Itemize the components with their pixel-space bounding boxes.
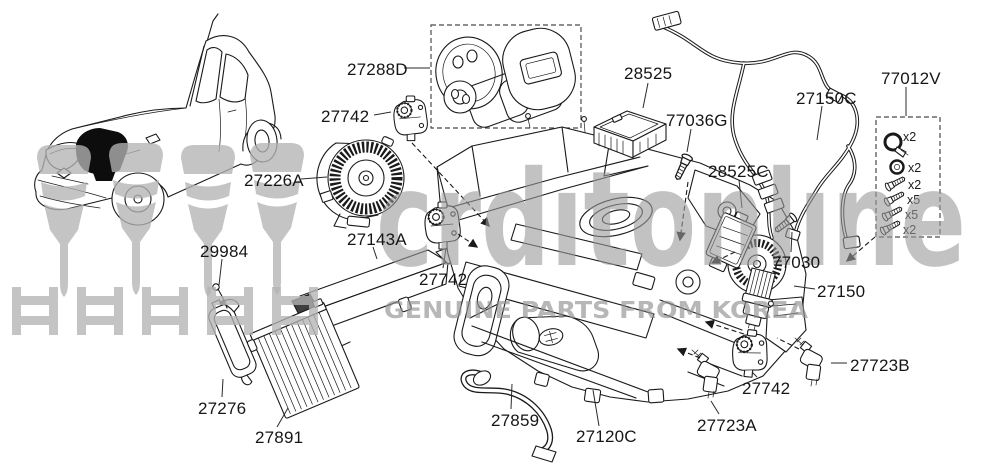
actuator-27742-top bbox=[392, 94, 429, 142]
sensor-27723b bbox=[794, 337, 825, 387]
blower-motor bbox=[316, 136, 405, 229]
hardware-kit-box: x2 x2 x2 x5 x5 x2 bbox=[875, 116, 941, 238]
part-label-77012v: 77012V bbox=[881, 69, 941, 88]
part-label-29984: 29984 bbox=[200, 242, 249, 261]
part-label-77036g: 77036G bbox=[666, 111, 728, 130]
oring-icon bbox=[889, 159, 905, 175]
part-label-27288d: 27288D bbox=[347, 60, 408, 79]
pointer-lines bbox=[411, 142, 876, 359]
part-label-27859: 27859 bbox=[491, 411, 540, 430]
part-label-27143a: 27143A bbox=[347, 230, 407, 249]
seal-kit-box bbox=[430, 24, 582, 129]
qty-bolt-2: x5 bbox=[907, 193, 920, 207]
wiring-harness bbox=[651, 10, 861, 250]
ecu-module bbox=[593, 110, 667, 159]
part-label-27723a: 27723A bbox=[697, 416, 757, 435]
qty-bolt-1: x2 bbox=[908, 178, 921, 192]
clamp-icon bbox=[883, 132, 909, 158]
part-label-27891: 27891 bbox=[255, 428, 304, 447]
part-label-27723b: 27723B bbox=[850, 356, 910, 375]
blower-resistor bbox=[741, 267, 776, 330]
part-label-28525: 28525 bbox=[624, 64, 673, 83]
qty-bolt-3: x5 bbox=[905, 208, 918, 222]
part-label-27276: 27276 bbox=[198, 399, 247, 418]
part-label-27150c: 27150C bbox=[796, 89, 857, 108]
qty-clamp: x2 bbox=[903, 130, 916, 144]
part-label-27742-bottom: 27742 bbox=[742, 379, 791, 398]
sensor-module bbox=[705, 211, 757, 273]
qty-bolt-4: x2 bbox=[903, 223, 916, 237]
part-label-27150: 27150 bbox=[817, 282, 866, 301]
part-label-27742-top: 27742 bbox=[321, 107, 370, 126]
drain-hose bbox=[460, 369, 557, 463]
part-label-28525c: 28525C bbox=[708, 162, 769, 181]
cabin-air-filter bbox=[246, 298, 360, 419]
part-label-27226a: 27226A bbox=[244, 171, 304, 190]
part-label-27120c: 27120C bbox=[576, 427, 637, 446]
car-illustration bbox=[34, 13, 282, 226]
qty-oring: x2 bbox=[908, 161, 921, 175]
part-label-27742-mid: 27742 bbox=[419, 270, 468, 289]
part-label-77030: 77030 bbox=[772, 253, 821, 272]
